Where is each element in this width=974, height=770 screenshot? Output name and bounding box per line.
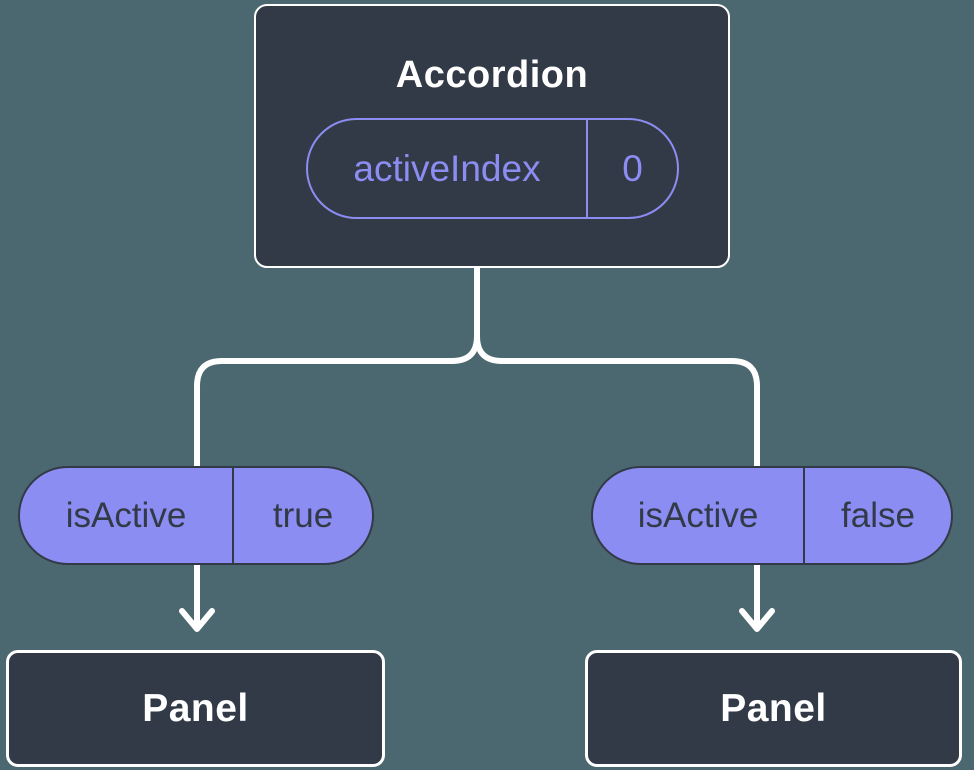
prop-name-label: activeIndex xyxy=(353,147,541,189)
panel-node-left: Panel xyxy=(6,650,385,767)
active-index-prop-pill: activeIndex 0 xyxy=(306,118,679,219)
arrowhead-left-icon xyxy=(179,608,215,632)
accordion-node-title: Accordion xyxy=(395,53,589,96)
panel-node-right: Panel xyxy=(585,650,962,767)
state-name-label: isActive xyxy=(65,495,187,535)
state-name-label: isActive xyxy=(637,495,759,535)
accordion-node: Accordion activeIndex 0 xyxy=(254,4,730,268)
is-active-pill-right: isActive false xyxy=(591,466,953,565)
panel-node-title: Panel xyxy=(142,686,249,730)
connector-right-branch xyxy=(474,262,760,629)
prop-value-label: 0 xyxy=(586,120,677,217)
connector-left-branch xyxy=(194,262,480,629)
state-value-label: true xyxy=(232,468,372,563)
is-active-pill-left: isActive true xyxy=(18,466,374,565)
state-value-label: false xyxy=(803,468,951,563)
arrowhead-right-icon xyxy=(739,608,775,632)
panel-node-title: Panel xyxy=(720,686,827,730)
